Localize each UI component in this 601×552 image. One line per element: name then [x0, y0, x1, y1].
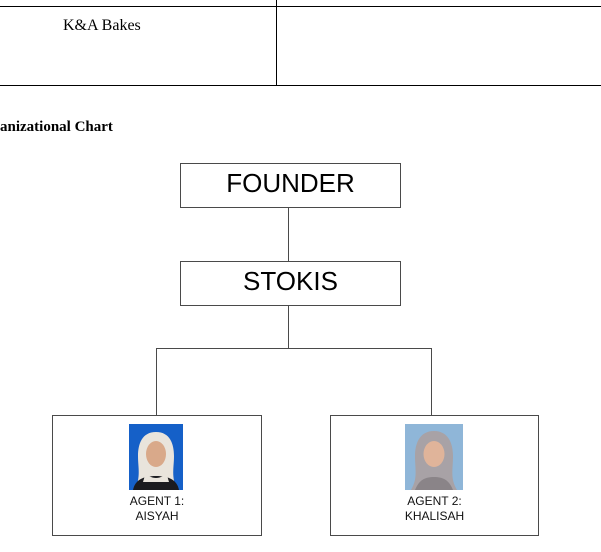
agent-2-role: AGENT 2: — [331, 494, 538, 508]
connector-founder-stokis — [288, 208, 289, 261]
table-column-divider — [276, 0, 277, 86]
section-heading: anizational Chart — [0, 119, 113, 136]
connector-stokis-down — [288, 306, 289, 348]
agent-2-box: AGENT 2: KHALISAH — [330, 415, 539, 536]
top-table: K&A Bakes — [0, 0, 601, 86]
agent-2-photo — [405, 424, 463, 490]
connector-horizontal — [156, 348, 432, 349]
agent-2-name: KHALISAH — [331, 509, 538, 523]
agent-1-name: AISYAH — [53, 509, 261, 523]
connector-to-agent-1 — [156, 348, 157, 415]
table-top-border — [0, 6, 601, 7]
founder-box: FOUNDER — [180, 163, 401, 208]
stokis-box: STOKIS — [180, 261, 401, 306]
stokis-label: STOKIS — [181, 266, 400, 297]
agent-1-role: AGENT 1: — [53, 494, 261, 508]
agent-1-box: AGENT 1: AISYAH — [52, 415, 262, 536]
table-bottom-border — [0, 85, 601, 86]
connector-to-agent-2 — [431, 348, 432, 415]
agent-1-photo — [129, 424, 183, 490]
table-cell-company-name: K&A Bakes — [63, 17, 141, 35]
founder-label: FOUNDER — [181, 168, 400, 199]
